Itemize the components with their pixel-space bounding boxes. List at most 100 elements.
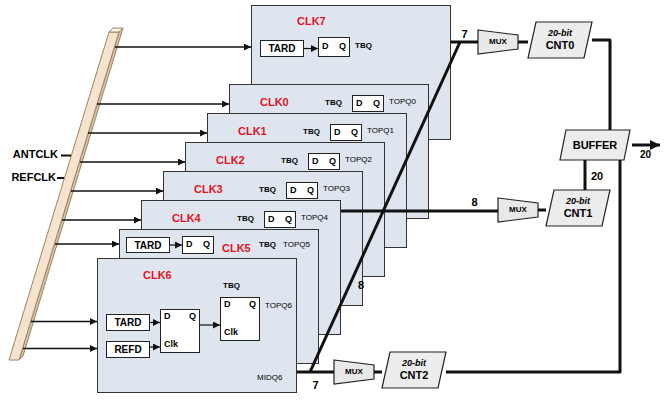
node-text: CNT0: [546, 39, 575, 51]
node-text: 20-bit: [548, 29, 572, 39]
output-bus: [632, 144, 660, 147]
signal-wire: [304, 48, 318, 49]
clock-stage-box: CLK6TARDREFDDQClkDQClk: [97, 258, 297, 393]
node-text: TARD: [268, 43, 295, 54]
signal-name: TBQ: [355, 41, 372, 50]
node-text: 20-bit: [402, 359, 426, 369]
bus-wire: [538, 209, 546, 212]
block-shape: [478, 30, 518, 54]
port-name: TOPQ4: [301, 214, 328, 222]
connector-group: [150, 40, 620, 372]
register-box: TARD: [260, 40, 304, 57]
counter-block: 20-bitCNT0: [528, 22, 592, 58]
node-text: MUX: [509, 206, 527, 215]
stage-name: CLK3: [194, 183, 223, 195]
rail-feed-wire: [62, 219, 141, 221]
node-text: D: [356, 99, 363, 109]
port-name: TOPQ5: [283, 241, 310, 249]
node-text: D: [164, 312, 171, 322]
node-text: TARD: [134, 240, 161, 251]
stage-name: CLK1: [238, 125, 267, 137]
register-box: REFD: [106, 341, 150, 358]
signal-name: TBQ: [237, 214, 254, 223]
block-shape: [382, 352, 446, 388]
flip-flop: DQClk: [160, 309, 200, 353]
flip-flop: DQ: [286, 182, 318, 199]
flip-flop: DQ: [318, 37, 350, 57]
rail-feed-wire: [31, 321, 97, 323]
bus-wire: [341, 210, 498, 213]
node-text: Q: [249, 300, 256, 310]
port-name: TOPQ6: [265, 301, 292, 310]
signal-wire: [200, 324, 220, 325]
rail-feed-wire: [71, 190, 163, 192]
output-block: BUFFER: [560, 130, 630, 160]
node-text: D: [224, 300, 231, 310]
signal-name: TBQ: [259, 240, 276, 249]
stage-name: CLK2: [216, 154, 245, 166]
signal-name: TBQ: [303, 127, 320, 136]
signal-name: TBQ: [259, 241, 276, 249]
bus-width: 20: [590, 170, 604, 182]
bus-width-tag: 7: [311, 376, 319, 392]
node-text: Q: [307, 186, 314, 196]
node-text: D: [186, 240, 193, 250]
node-text: MUX: [345, 368, 363, 377]
bus-width-tag: 20: [590, 167, 604, 183]
bus-wire: [297, 371, 334, 374]
signal-name: TBQ: [355, 42, 372, 50]
flip-flop: DQ: [352, 95, 384, 112]
flip-flop: DQ: [330, 124, 362, 141]
selector-block: MUX: [498, 198, 538, 222]
stage-name: CLK4: [172, 212, 201, 224]
flip-flop: DQ: [264, 211, 296, 228]
stage-name: CLK5: [222, 242, 251, 254]
port-name: MIDQ6: [257, 373, 282, 382]
node-text: D: [334, 128, 341, 138]
node-text: TARD: [114, 317, 141, 328]
signal-name: TBQ: [325, 98, 342, 107]
rail-feed-wire: [23, 348, 97, 350]
bus-width-tag: 7: [460, 25, 468, 41]
node-text: Q: [329, 157, 336, 167]
register-box: TARD: [106, 314, 150, 331]
node-text: MUX: [489, 38, 507, 47]
bus-width: 20: [640, 150, 651, 160]
flip-flop: DQ: [182, 236, 214, 254]
node-text: Clk: [224, 328, 238, 338]
signal-name: TBQ: [259, 185, 276, 194]
counter-block: 20-bitCNT1: [546, 190, 610, 226]
port-name: TOPQ1: [367, 127, 394, 135]
bus-width: 7: [311, 379, 319, 391]
bus-wire: [518, 41, 528, 44]
block-shape: [528, 22, 592, 58]
signal-name: TBQ: [281, 157, 298, 165]
stage-name: CLK7: [297, 15, 326, 27]
port-name: TOPQ3: [323, 185, 350, 193]
selector-block: MUX: [334, 360, 374, 384]
bus-wire: [446, 160, 620, 372]
node-text: Q: [351, 128, 358, 138]
signal-wire: [170, 244, 182, 245]
signal-name: TBQ: [223, 282, 240, 290]
signal-name: TBQ: [281, 156, 298, 165]
node-text: CNT1: [564, 207, 593, 219]
port-name: TOPQ0: [389, 98, 416, 106]
bus-wire: [584, 160, 587, 190]
port-name: TOPQ6: [265, 302, 292, 310]
bus-width: 8: [358, 280, 364, 291]
node-text: Q: [189, 312, 196, 322]
node-text: BUFFER: [573, 139, 618, 151]
port-name: TOPQ4: [301, 213, 328, 222]
rail-feed-wire: [55, 243, 119, 245]
signal-name: ANTCLK: [13, 148, 58, 160]
stage-name: CLK0: [260, 96, 289, 108]
signal-wire: [150, 346, 160, 347]
port-name: TOPQ2: [345, 156, 372, 164]
signal-name: TBQ: [303, 128, 320, 136]
stage-name: CLK6: [143, 269, 172, 281]
port-name: TOPQ2: [345, 155, 372, 164]
signal-name: ANTCLK: [13, 149, 58, 160]
bus-width: 7: [460, 28, 468, 40]
